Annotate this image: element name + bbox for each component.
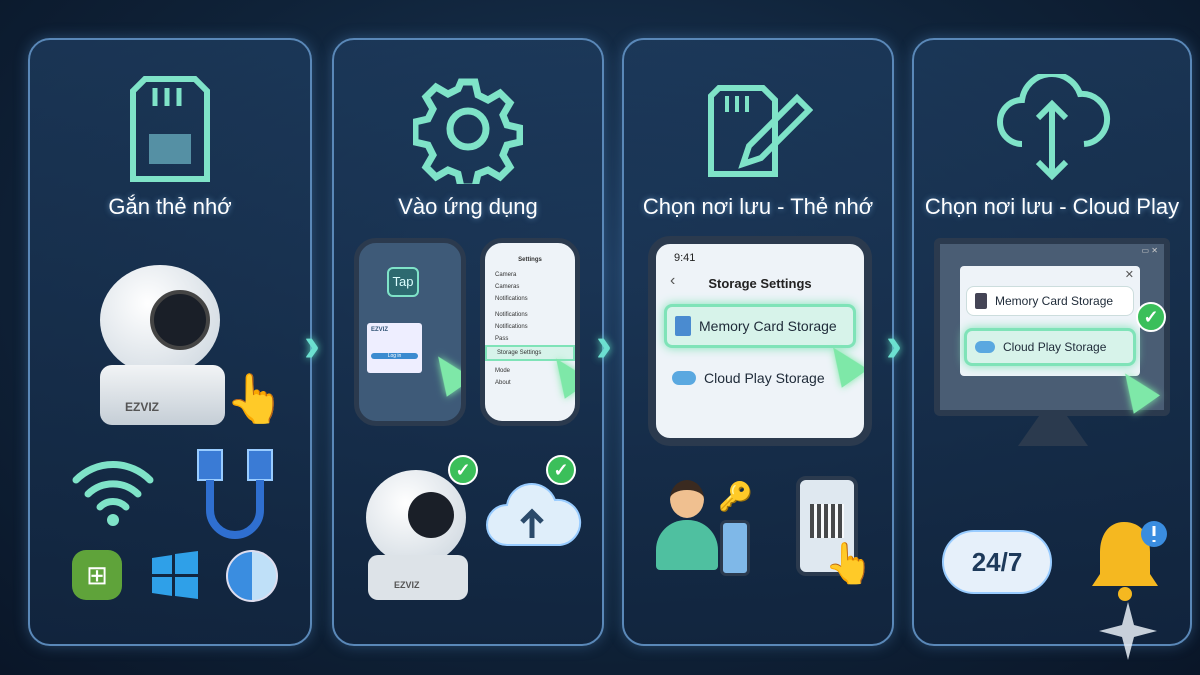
phone-icon bbox=[720, 520, 750, 576]
settings-item[interactable]: Pass bbox=[495, 336, 509, 342]
sd-card-edit-icon bbox=[708, 85, 813, 177]
next-arrow-icon: › bbox=[886, 319, 902, 372]
cloud-play-storage-option[interactable]: Cloud Play Storage bbox=[664, 356, 856, 400]
login-button[interactable]: Log in bbox=[371, 353, 418, 359]
cloud-24-7-icon: 24/7 bbox=[942, 530, 1052, 594]
app-logo: EZVIZ bbox=[371, 327, 389, 333]
settings-phone: Settings Camera Cameras Notifications No… bbox=[480, 238, 580, 426]
camera-illustration: EZVIZ bbox=[70, 265, 240, 445]
camera-illustration: EZVIZ bbox=[346, 470, 468, 600]
settings-item[interactable]: Mode bbox=[495, 368, 511, 374]
user-icon bbox=[656, 480, 718, 570]
step-3-panel: Chọn nơi lưu - Thẻ nhớ 9:41 ‹ Storage Se… bbox=[622, 38, 894, 646]
check-icon: ✓ bbox=[546, 455, 576, 485]
close-icon[interactable]: ✕ bbox=[1124, 269, 1134, 281]
sd-card-icon bbox=[675, 316, 691, 336]
storage-settings-phone: 9:41 ‹ Storage Settings Memory Card Stor… bbox=[648, 236, 872, 446]
screen-title: Storage Settings bbox=[708, 276, 812, 291]
finder-logo-icon bbox=[226, 550, 278, 602]
memory-card-storage-option[interactable]: Memory Card Storage bbox=[966, 286, 1134, 316]
settings-item-storage[interactable]: Storage Settings bbox=[485, 345, 575, 361]
settings-item[interactable]: About bbox=[495, 380, 511, 386]
next-arrow-icon: › bbox=[304, 319, 320, 372]
bell-alert-icon bbox=[1092, 521, 1167, 601]
option-label: Memory Card Storage bbox=[699, 318, 837, 334]
settings-item[interactable]: Notifications bbox=[495, 296, 528, 302]
login-card: EZVIZ Log in bbox=[367, 323, 422, 373]
step-2-title: Vào ứng dụng bbox=[398, 194, 538, 219]
tap-button[interactable]: Tap bbox=[387, 267, 419, 297]
option-label: Cloud Play Storage bbox=[1003, 340, 1107, 354]
check-icon: ✓ bbox=[448, 455, 478, 485]
step-3-title: Chọn nơi lưu - Thẻ nhớ bbox=[642, 194, 874, 219]
qr-scan-phone-icon bbox=[796, 476, 858, 576]
option-label: Memory Card Storage bbox=[995, 294, 1114, 308]
hand-icon: 👆 bbox=[225, 373, 285, 426]
cloud-icon bbox=[975, 341, 995, 353]
hand-icon: 👆 bbox=[824, 542, 874, 586]
cloud-play-storage-option[interactable]: Cloud Play Storage bbox=[964, 328, 1136, 366]
cloud-icon bbox=[672, 371, 696, 385]
option-label: Cloud Play Storage bbox=[704, 370, 825, 386]
dialog: ✕ Memory Card Storage Cloud Play Storage bbox=[960, 266, 1140, 376]
settings-title: Settings bbox=[518, 257, 542, 263]
sd-card-icon bbox=[975, 293, 987, 309]
monitor: ▭ ✕ ✕ Memory Card Storage Cloud Play Sto… bbox=[934, 238, 1170, 416]
key-icon: 🔑 bbox=[718, 481, 753, 512]
cursor-icon bbox=[424, 347, 461, 397]
cloud-upload-icon bbox=[486, 483, 582, 546]
memory-card-storage-option[interactable]: Memory Card Storage bbox=[664, 304, 856, 348]
step-2-panel: Vào ứng dụng Tap EZVIZ Log in Settings C… bbox=[332, 38, 604, 646]
check-icon: ✓ bbox=[1136, 302, 1166, 332]
settings-item[interactable]: Cameras bbox=[495, 284, 520, 290]
step-4-panel: Chọn nơi lưu - Cloud Play ▭ ✕ ✕ Memory C… bbox=[912, 38, 1192, 646]
sparkle-logo-icon bbox=[1099, 602, 1157, 660]
ethernet-cable-icon bbox=[197, 449, 273, 539]
settings-item[interactable]: Notifications bbox=[495, 312, 528, 318]
settings-item[interactable]: Notifications bbox=[495, 324, 528, 330]
step-1-panel: Gắn thẻ nhớ EZVIZ 👆 ⊞ bbox=[28, 38, 312, 646]
settings-list: Camera Cameras Notifications Notificatio… bbox=[485, 269, 575, 389]
step-1-title: Gắn thẻ nhớ bbox=[108, 194, 232, 219]
sd-card-icon bbox=[130, 76, 210, 182]
window-controls: ▭ ✕ bbox=[1141, 246, 1158, 255]
step-4-title: Chọn nơi lưu - Cloud Play bbox=[924, 194, 1180, 219]
back-chevron-icon[interactable]: ‹ bbox=[670, 272, 676, 289]
app-login-phone: Tap EZVIZ Log in bbox=[354, 238, 466, 426]
gear-icon bbox=[413, 78, 523, 184]
qr-code-icon bbox=[810, 504, 844, 538]
settings-item[interactable]: Camera bbox=[495, 272, 517, 278]
next-arrow-icon: › bbox=[596, 319, 612, 372]
windows-logo-icon bbox=[152, 551, 198, 599]
camera-brand: EZVIZ bbox=[394, 580, 420, 590]
wifi-icon bbox=[72, 461, 154, 526]
android-logo-icon: ⊞ bbox=[72, 550, 122, 600]
camera-brand: EZVIZ bbox=[125, 400, 160, 414]
status-time: 9:41 bbox=[674, 252, 696, 264]
monitor-stand bbox=[1018, 416, 1088, 446]
cloud-sync-icon bbox=[997, 74, 1111, 181]
